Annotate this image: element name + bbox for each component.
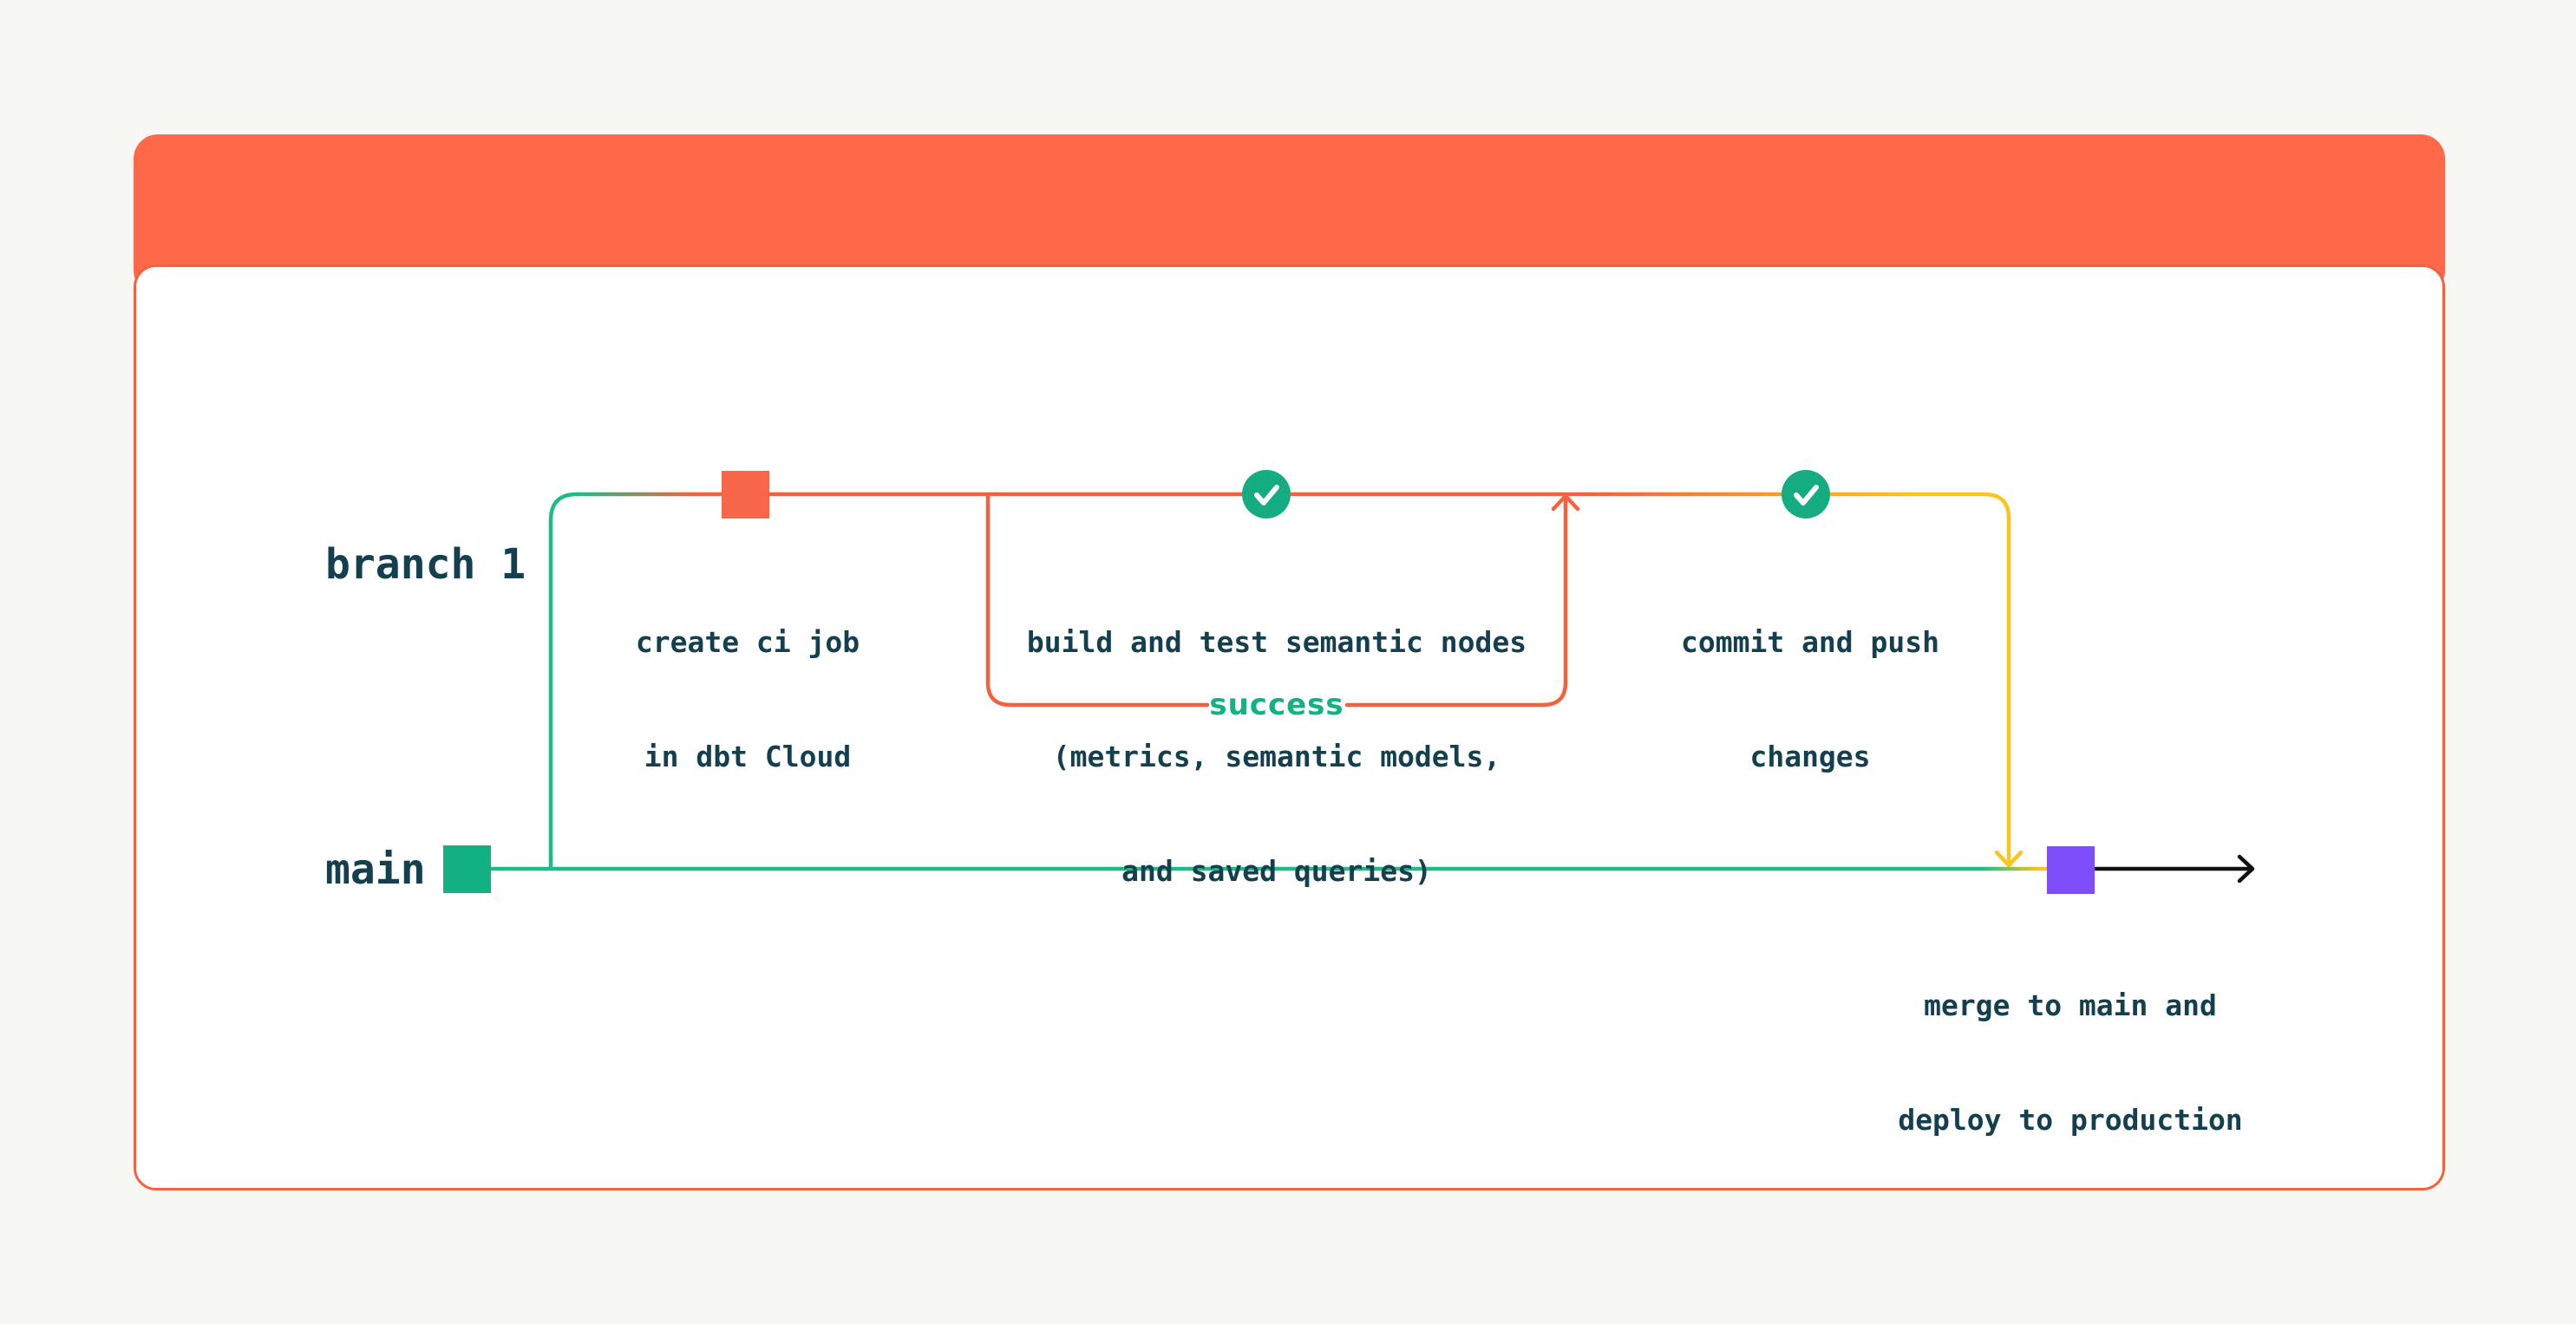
label-merge-deploy: merge to main and deploy to production — [1898, 988, 2243, 1137]
merge-arrowhead — [1994, 850, 2024, 868]
build-test-check-icon — [1242, 470, 1291, 519]
commit-push-check-icon — [1782, 470, 1830, 519]
label-create-ci-job: create ci job in dbt Cloud — [635, 625, 860, 773]
success-loop-left — [985, 493, 1210, 708]
create-ci-commit-node — [722, 471, 769, 519]
merge-descent-line — [1982, 492, 2011, 864]
branch1-rise-line — [548, 492, 579, 870]
label-commit-push: commit and push changes — [1680, 625, 1940, 773]
success-arrowhead — [1551, 493, 1580, 512]
production-arrowhead — [2237, 854, 2255, 884]
merge-commit-node — [2047, 846, 2095, 894]
label-build-test: build and test semantic nodes (metrics, … — [1026, 625, 1527, 888]
branch1-label: branch 1 — [325, 540, 526, 589]
main-commit-node — [443, 845, 491, 893]
success-loop-right — [1344, 498, 1568, 708]
diagram-card — [134, 264, 2445, 1190]
main-label: main — [325, 845, 426, 894]
success-label: success — [1209, 688, 1344, 722]
